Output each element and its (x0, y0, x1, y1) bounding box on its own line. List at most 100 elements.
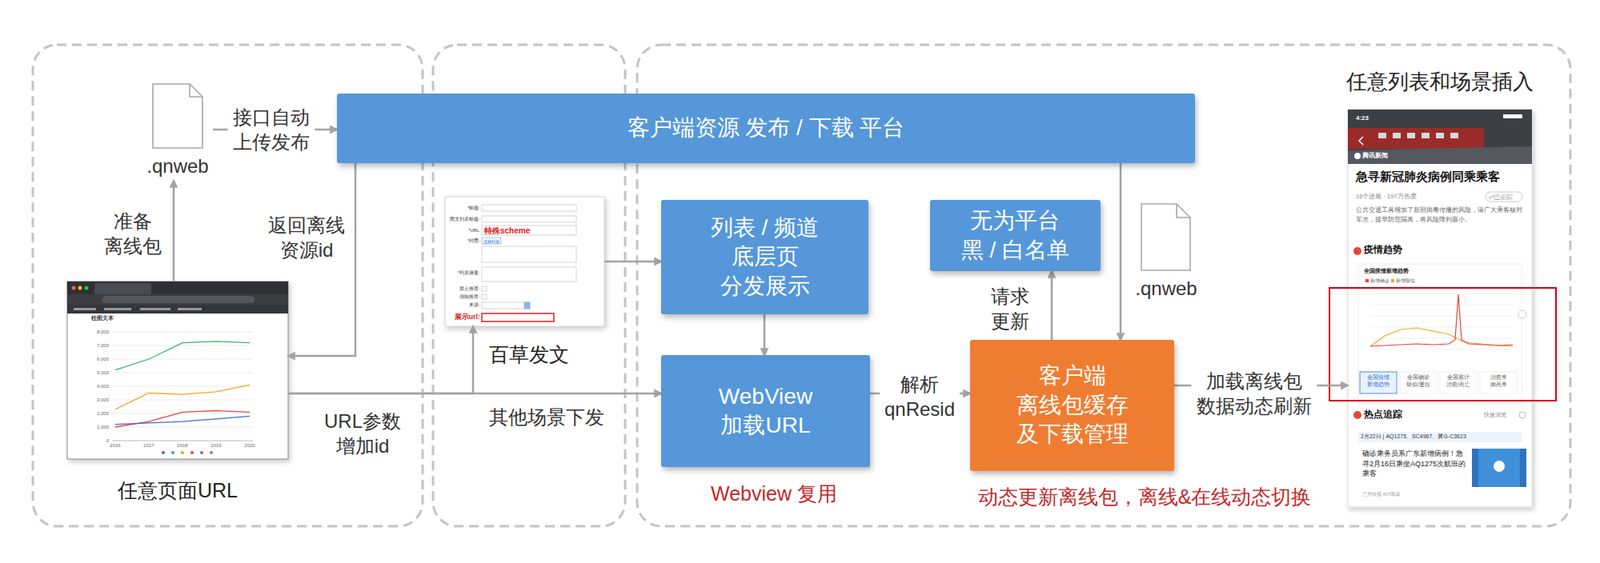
phone-screenshot-part (1358, 432, 1522, 443)
form-screenshot-part (481, 204, 577, 212)
platform-bar: 客户端资源 发布 / 下载 平台 (336, 93, 1195, 164)
phone-screenshot-part (1347, 146, 1532, 165)
phone-screenshot-part-part (1421, 132, 1430, 139)
phone-screenshot-part (1370, 328, 1513, 347)
text-label: 柱图文本 (91, 315, 132, 322)
text-label: 热点追踪 (1363, 409, 1428, 422)
phone-screenshot-part (1358, 264, 1522, 405)
text-label: 4:23 (1355, 114, 1380, 123)
text-label: *标题: (445, 205, 481, 212)
browser-screenshot-part (73, 308, 202, 311)
browser-screenshot-part (67, 281, 289, 460)
arrow-connector (172, 180, 176, 282)
text-label: 来源: (445, 302, 481, 309)
text-label: 特殊scheme (484, 226, 549, 236)
text-label: 5,000 (84, 370, 109, 377)
text-label: 7,000 (84, 343, 109, 349)
text-label: 2018 (170, 443, 195, 450)
browser-screenshot: 任意页面URL柱图文本8,0007,0006,0005,0004,0003,00… (67, 281, 289, 460)
phone-screenshot-part (1378, 132, 1459, 139)
text-label: 百草发文 (481, 342, 578, 367)
phone-screenshot-part-part (1370, 327, 1513, 329)
phone-screenshot-part-part (1370, 293, 1513, 295)
text-label: 全国疫情新增趋势 (1363, 268, 1460, 275)
browser-screenshot-part (78, 286, 83, 291)
browser-screenshot-part (115, 341, 250, 428)
text-label: 图文列表标题: (445, 216, 481, 223)
text-label: 2020 (237, 443, 262, 450)
arrow-connector (763, 314, 766, 356)
text-label: 三方快报 407阅读 (1362, 492, 1427, 498)
text-label: 急寻新冠肺炎病例同乘乘客 (1355, 170, 1528, 185)
browser-screenshot-part-part (112, 413, 253, 415)
note-label: 动态更新离线包，离线&在线动态切换 (978, 485, 1312, 510)
form-screenshot (445, 196, 605, 327)
text-label: 2,000 (84, 411, 109, 418)
text-label: .qnweb (1130, 277, 1203, 301)
file-icon: .qnweb (1130, 200, 1203, 303)
phone-screenshot-part (1354, 152, 1361, 160)
text-label: 2月22日 | AQ1275、SC4967、冀G-C3623 (1360, 433, 1521, 441)
phone-screenshot-part (1439, 372, 1477, 394)
arrow-connector (1119, 163, 1123, 341)
phone-screenshot-part-part (1407, 132, 1416, 139)
browser-screenshot-part-part (140, 308, 171, 311)
phone-screenshot-part-part (1450, 132, 1459, 139)
text-label: 任意页面URL (59, 478, 297, 503)
browser-screenshot-part-part (104, 308, 132, 311)
phone-screenshot-part (1493, 461, 1505, 473)
phone-screenshot-part (1359, 136, 1364, 145)
phone-screenshot-part (1370, 294, 1513, 347)
process-box: 客户端 离线包缓存 及下载管理 (970, 340, 1175, 472)
form-screenshot: 百草发文*标题:图文列表标题:*URL:特殊scheme*封面:选择封面*列表摘… (445, 196, 605, 327)
phone-screenshot-part-part (1370, 349, 1513, 351)
browser-screenshot-part-part (177, 308, 202, 311)
text-label: 任意列表和场景插入 (1335, 69, 1544, 95)
dashed-panel (32, 44, 1571, 527)
text-label: 6,000 (84, 356, 109, 363)
note-label: Webview 复用 (710, 481, 838, 507)
browser-screenshot-part-part (112, 386, 253, 388)
text-label: 1,000 (84, 425, 109, 431)
browser-screenshot-part (102, 296, 255, 304)
process-box: WebView 加载URL (661, 355, 871, 468)
phone-screenshot-part-part (1392, 132, 1401, 139)
text-label: 治愈率 病死率 (1486, 374, 1511, 389)
arrow-connector (1050, 271, 1054, 341)
text-label: 0 (84, 438, 109, 445)
form-screenshot-part (481, 267, 577, 282)
form-screenshot-part (481, 313, 554, 322)
phone-screenshot-part-part (1370, 338, 1513, 340)
text-label: 新增确诊 (1370, 278, 1395, 285)
text-label: *封面: (445, 238, 481, 245)
box-text: 列表 / 频道 底层页 分发展示 (704, 213, 826, 301)
phone-screenshot-part (1365, 279, 1369, 283)
browser-screenshot-part (67, 304, 289, 314)
box-text: WebView 加载URL (713, 382, 818, 442)
file-icon-part (1141, 204, 1191, 271)
text-label: 3,000 (84, 397, 109, 404)
phone-screenshot-part (1471, 449, 1527, 488)
text-label: *列表摘要: (445, 270, 481, 277)
browser-screenshot-part (67, 281, 289, 295)
box-text: 客户端 离线包缓存 及下载管理 (1011, 361, 1133, 450)
text-label: 禁止推荐: (445, 286, 481, 293)
browser-screenshot-part (112, 441, 253, 442)
phone-screenshot-part (1479, 372, 1517, 394)
browser-screenshot-part (112, 332, 253, 428)
edge-label: 其他场景下发 (486, 405, 607, 430)
browser-screenshot-part (161, 451, 165, 455)
edge-label: 准备 离线包 (98, 208, 167, 259)
form-screenshot-part (524, 302, 530, 309)
browser-screenshot-part (67, 294, 289, 305)
browser-screenshot-part (94, 283, 152, 295)
phone-screenshot-part-part (1378, 132, 1387, 139)
edge-label: 接口自动 上传发布 (227, 104, 315, 155)
phone-screenshot-part-part (1435, 132, 1444, 139)
edge-label: 加载离线包 数据动态刷新 (1190, 368, 1317, 419)
browser-screenshot (67, 281, 289, 460)
browser-screenshot-part (190, 451, 194, 455)
arrow-connector (288, 326, 474, 394)
text-label: 选择封面 (481, 239, 502, 245)
text-label: 已追踪 (1493, 193, 1521, 201)
